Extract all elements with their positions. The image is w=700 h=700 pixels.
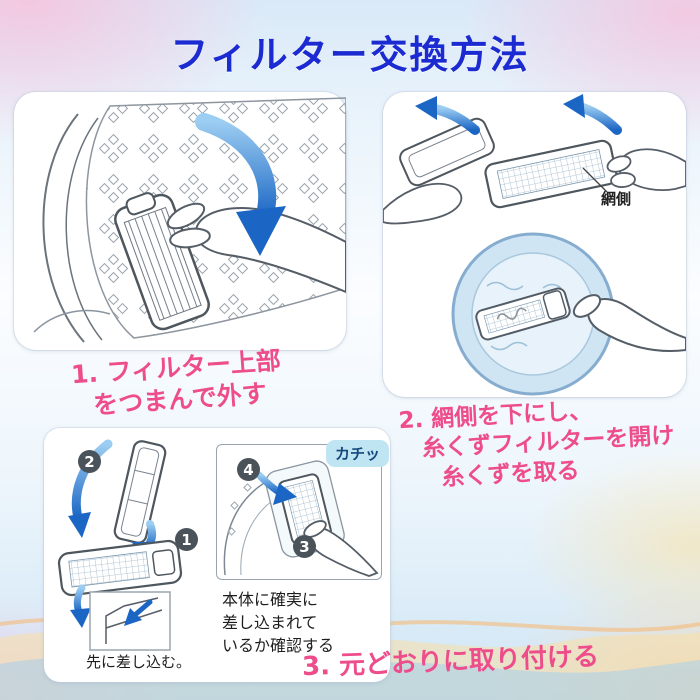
corner-detail-inset <box>89 591 171 651</box>
filter-frame-illustration <box>113 440 167 544</box>
check-note-line2: 差し込まれて <box>222 613 318 633</box>
check-note-line1: 本体に確実に <box>222 590 319 609</box>
inset-arrow-icon <box>124 608 142 626</box>
mesh-label-leader-line <box>582 167 608 193</box>
insert-direction-arrow-icon <box>255 471 297 505</box>
filter-cover-half-illustration <box>399 117 495 187</box>
pinching-hand-illustration <box>166 202 346 294</box>
filter-mesh-half-illustration <box>484 139 618 209</box>
open-arrow-right-icon <box>563 94 622 135</box>
step1-panel <box>14 92 346 350</box>
filter-in-tub-illustration <box>475 287 571 341</box>
filter-case-illustration <box>57 539 183 597</box>
click-sound-badge: カチッ <box>326 440 390 467</box>
step3-insert-illustration <box>223 460 379 577</box>
lint-filter-illustration <box>114 192 210 331</box>
remove-direction-arrow-icon <box>195 113 286 256</box>
order-number-3-badge: 3 <box>293 535 316 558</box>
step1-illustration <box>33 97 346 343</box>
check-note-line3: いるか確認する <box>222 636 335 656</box>
detail-arrow-icon <box>70 584 91 628</box>
insert-first-note: 先に差し込む。 <box>86 653 192 671</box>
step2-caption: 2. 網側を下にし、 糸くずフィルターを開け 糸くずを取る <box>398 393 677 496</box>
step3-assembly-illustration <box>57 439 183 651</box>
lint-illustration <box>496 307 527 320</box>
step2-illustration <box>383 94 686 396</box>
page-title: フィルター交換方法 <box>170 33 530 77</box>
order-number-2-badge: 2 <box>78 450 101 473</box>
open-arrow-left-icon <box>415 96 480 135</box>
machine-edge-arc <box>223 478 272 576</box>
step2-panel: 網側 <box>383 92 686 397</box>
lid-arc <box>42 113 85 343</box>
right-hand-illustration <box>606 148 686 192</box>
panel-dots <box>227 483 252 536</box>
check-inserted-note: 本体に確実に 差し込まれて いるか確認する <box>222 588 334 658</box>
order-number-1-badge: 1 <box>175 528 198 551</box>
step3-panel: カチッ 2 1 4 3 先に差し込む。 本体に確実に 差し込まれて いるか確認す… <box>44 428 390 682</box>
fold-arrow-icon <box>68 439 113 538</box>
order-number-4-badge: 4 <box>237 458 260 481</box>
picking-hand-illustration <box>572 294 686 352</box>
mesh-side-label: 網側 <box>601 190 632 208</box>
left-hand-illustration <box>383 182 463 225</box>
step1-caption: 1. フィルター上部 をつまんで外す <box>70 345 284 424</box>
